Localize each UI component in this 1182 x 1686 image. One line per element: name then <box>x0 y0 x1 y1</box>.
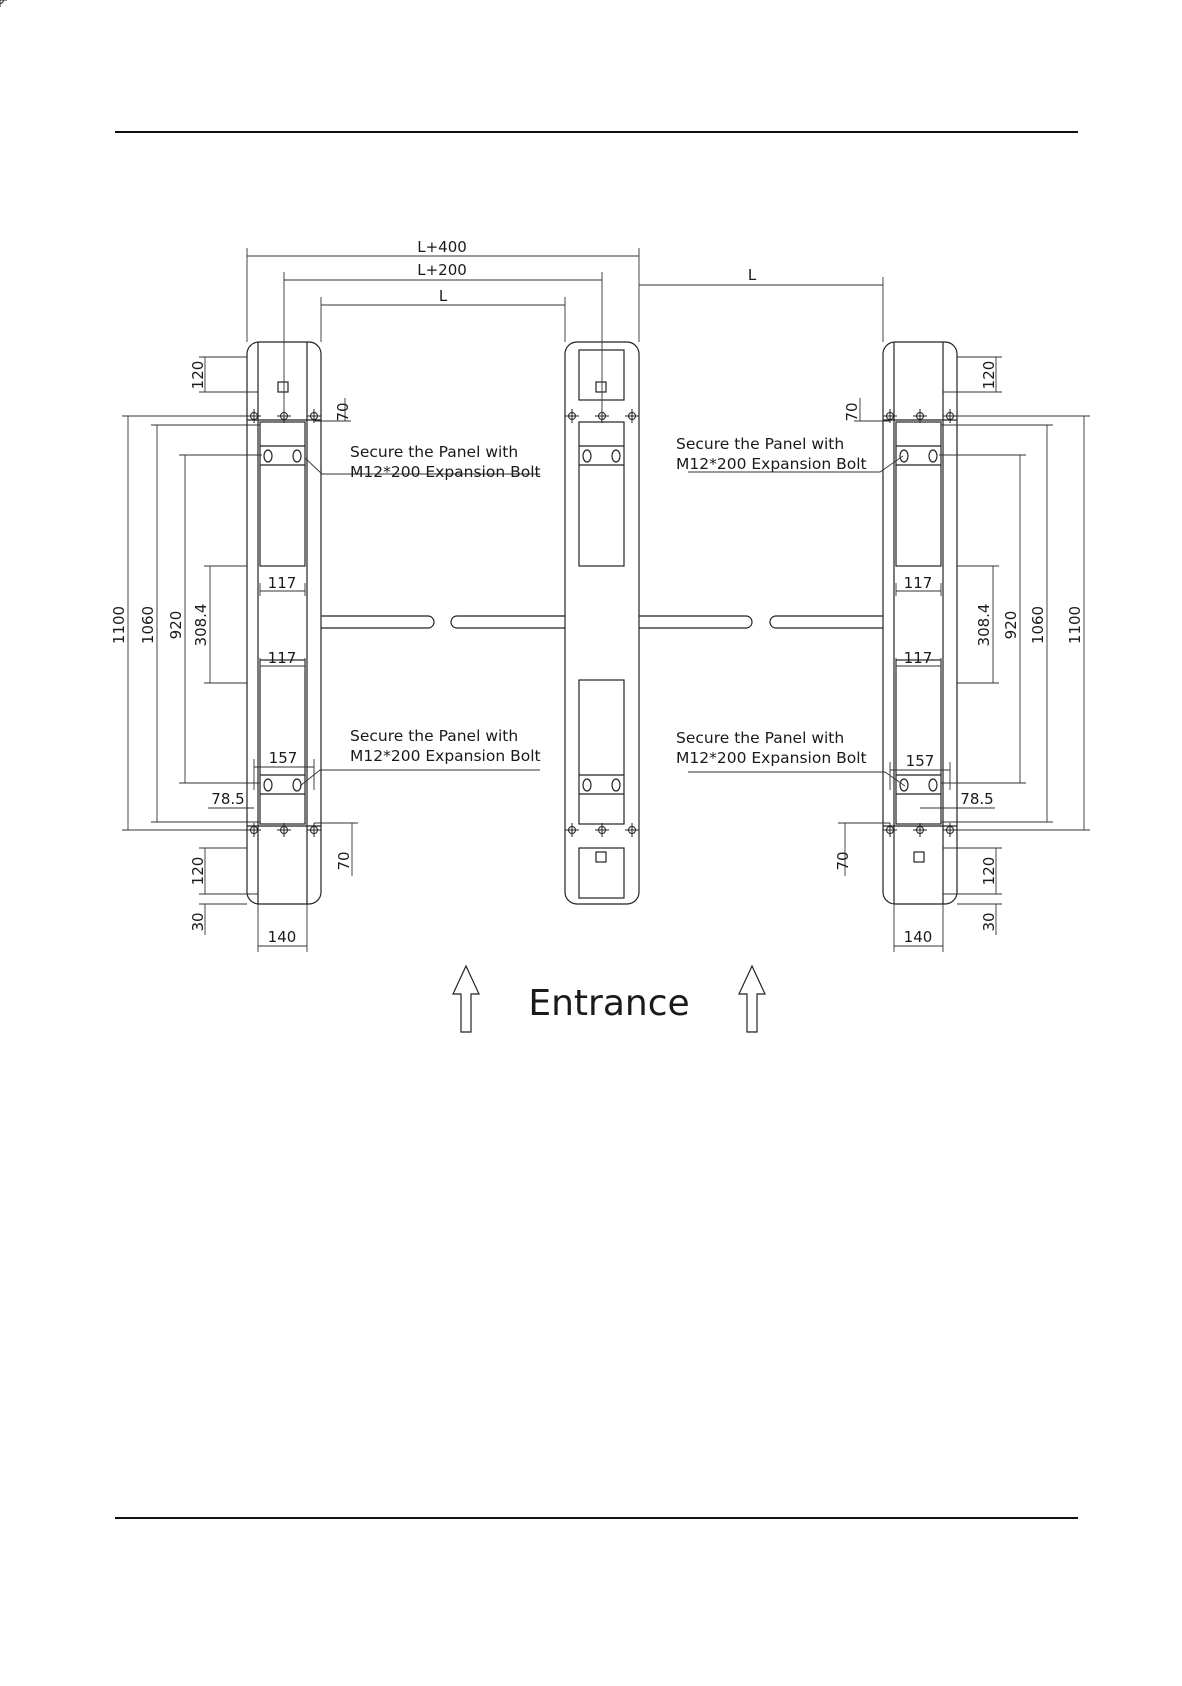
dim-120-top-left: 120 <box>189 361 207 390</box>
dim-157-right: 157 <box>906 752 935 770</box>
note-top-left-line1: Secure the Panel with <box>350 443 518 461</box>
dim-30-left: 30 <box>189 912 207 931</box>
dim-140-left: 140 <box>268 928 297 946</box>
bottom-rule <box>115 1517 1078 1519</box>
note-bottom-right-line1: Secure the Panel with <box>676 729 844 747</box>
bolt-holes <box>0 0 958 838</box>
dimension-labels: L+400 L+200 L L 120 120 70 70 1100 1060 … <box>110 238 1084 946</box>
dim-117-right-upper: 117 <box>904 574 933 592</box>
dim-117-left-lower: 117 <box>268 649 297 667</box>
dim-70-bottom-right: 70 <box>834 851 852 870</box>
dim-920-left: 920 <box>167 611 185 640</box>
note-top-left-line2: M12*200 Expansion Bolt <box>350 463 541 481</box>
dim-l-plus-400: L+400 <box>417 238 467 256</box>
note-bottom-right-line2: M12*200 Expansion Bolt <box>676 749 867 767</box>
left-cabinet <box>246 341 322 905</box>
entrance-label: Entrance <box>528 983 689 1024</box>
arrow-up-icon-left <box>452 964 480 1033</box>
bolt-notes: Secure the Panel with M12*200 Expansion … <box>350 435 867 767</box>
dim-120-bottom-right: 120 <box>980 857 998 886</box>
dimension-lines <box>122 248 1090 952</box>
note-bottom-left-line2: M12*200 Expansion Bolt <box>350 747 541 765</box>
dim-120-top-right: 120 <box>980 361 998 390</box>
dim-1060-left: 1060 <box>139 606 157 644</box>
dim-920-right: 920 <box>1002 611 1020 640</box>
right-cabinet <box>882 341 958 905</box>
dim-l-left: L <box>439 287 448 305</box>
dim-157-left: 157 <box>269 749 298 767</box>
bolt-slots <box>263 449 938 792</box>
arrow-up-icon-right <box>738 964 766 1033</box>
dim-78-5-left: 78.5 <box>211 790 244 808</box>
dim-1100-left: 1100 <box>110 606 128 644</box>
dim-70-bottom-left: 70 <box>335 851 353 870</box>
dim-1060-right: 1060 <box>1029 606 1047 644</box>
note-bottom-left-line1: Secure the Panel with <box>350 727 518 745</box>
dim-308-left: 308.4 <box>192 604 210 647</box>
dim-l-right: L <box>748 266 757 284</box>
note-top-right-line1: Secure the Panel with <box>676 435 844 453</box>
dim-1100-right: 1100 <box>1066 606 1084 644</box>
dim-308-right: 308.4 <box>975 604 993 647</box>
dim-70-top-left: 70 <box>334 402 352 421</box>
dim-70-top-right: 70 <box>843 402 861 421</box>
top-rule <box>115 131 1078 133</box>
entrance-indicator: Entrance <box>452 964 766 1033</box>
middle-cabinet <box>564 341 640 905</box>
dim-117-left-upper: 117 <box>268 574 297 592</box>
dim-117-right-lower: 117 <box>904 649 933 667</box>
note-top-right-line2: M12*200 Expansion Bolt <box>676 455 867 473</box>
barrier-arms <box>321 615 883 629</box>
dim-78-5-right: 78.5 <box>960 790 993 808</box>
dim-l-plus-200: L+200 <box>417 261 467 279</box>
dim-140-right: 140 <box>904 928 933 946</box>
dim-30-right: 30 <box>980 912 998 931</box>
dim-120-bottom-left: 120 <box>189 857 207 886</box>
